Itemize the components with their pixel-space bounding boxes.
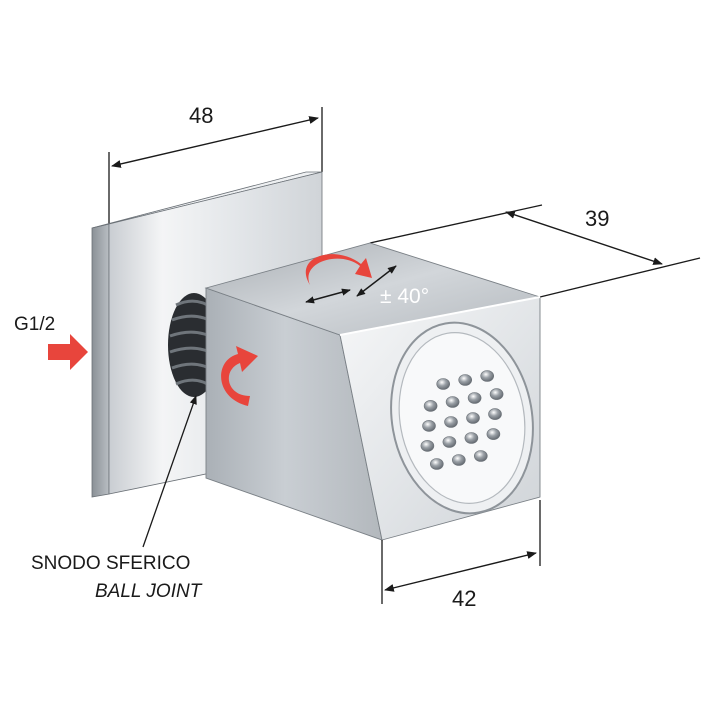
nozzle-hole: [420, 440, 435, 452]
jet-body-edge-highlight: [339, 296, 541, 336]
nozzle-hole: [488, 408, 502, 420]
angle-arrow-right: [356, 265, 397, 297]
extension-line-front: [539, 257, 701, 298]
nozzle-hole: [442, 436, 457, 448]
dimension-label-39: 39: [585, 206, 609, 231]
nozzle-hole: [422, 420, 436, 432]
dimension-label-42: 42: [452, 586, 476, 611]
nozzle-hole: [489, 388, 504, 400]
rotation-arrow-side-body: [221, 346, 258, 406]
dimension-label-48: 48: [189, 103, 213, 128]
nozzle-hole: [436, 378, 451, 390]
nozzle-hole: [458, 374, 473, 386]
inlet-arrow-icon: [48, 334, 88, 370]
dimension-line-48: [111, 116, 319, 168]
nozzle-hole: [466, 412, 480, 424]
callout-label-english: BALL JOINT: [95, 581, 203, 602]
nozzle-hole: [423, 400, 438, 412]
inlet-thread-label: G1/2: [14, 314, 55, 335]
inlet-indicator: G1/2: [14, 314, 88, 370]
dimension-body-depth: 39: [369, 204, 701, 298]
nozzle-hole: [429, 458, 444, 470]
nozzle-hole: [480, 370, 495, 382]
rotation-arrow-top: [305, 254, 372, 285]
dimension-line-42: [384, 551, 537, 592]
ball-joint-callout: SNODO SFERICO BALL JOINT: [31, 395, 203, 602]
angle-indicator: ± 40°: [305, 265, 429, 308]
wall-plate-edge: [91, 223, 110, 498]
nozzle-hole: [451, 454, 466, 466]
nozzle-hole: [486, 428, 501, 440]
dimension-plate-width: 48: [108, 103, 323, 226]
callout-leader-line: [142, 395, 197, 548]
angle-label: ± 40°: [380, 285, 429, 308]
extension-line-back: [369, 204, 543, 244]
rotation-arrow-side: [221, 346, 258, 406]
rotation-arrow-top-body: [305, 254, 372, 285]
nozzle-array: [420, 370, 504, 470]
nozzle-hole: [444, 416, 458, 428]
nozzle-hole: [467, 392, 482, 404]
dimension-body-width: 42: [381, 500, 541, 611]
angle-arrow-left: [305, 288, 351, 304]
dimension-line-39: [505, 211, 663, 265]
nozzle-hole: [464, 432, 479, 444]
nozzle-hole: [473, 450, 488, 462]
jet-face: [390, 321, 534, 515]
nozzle-hole: [445, 396, 460, 408]
callout-label-italian: SNODO SFERICO: [31, 553, 190, 574]
